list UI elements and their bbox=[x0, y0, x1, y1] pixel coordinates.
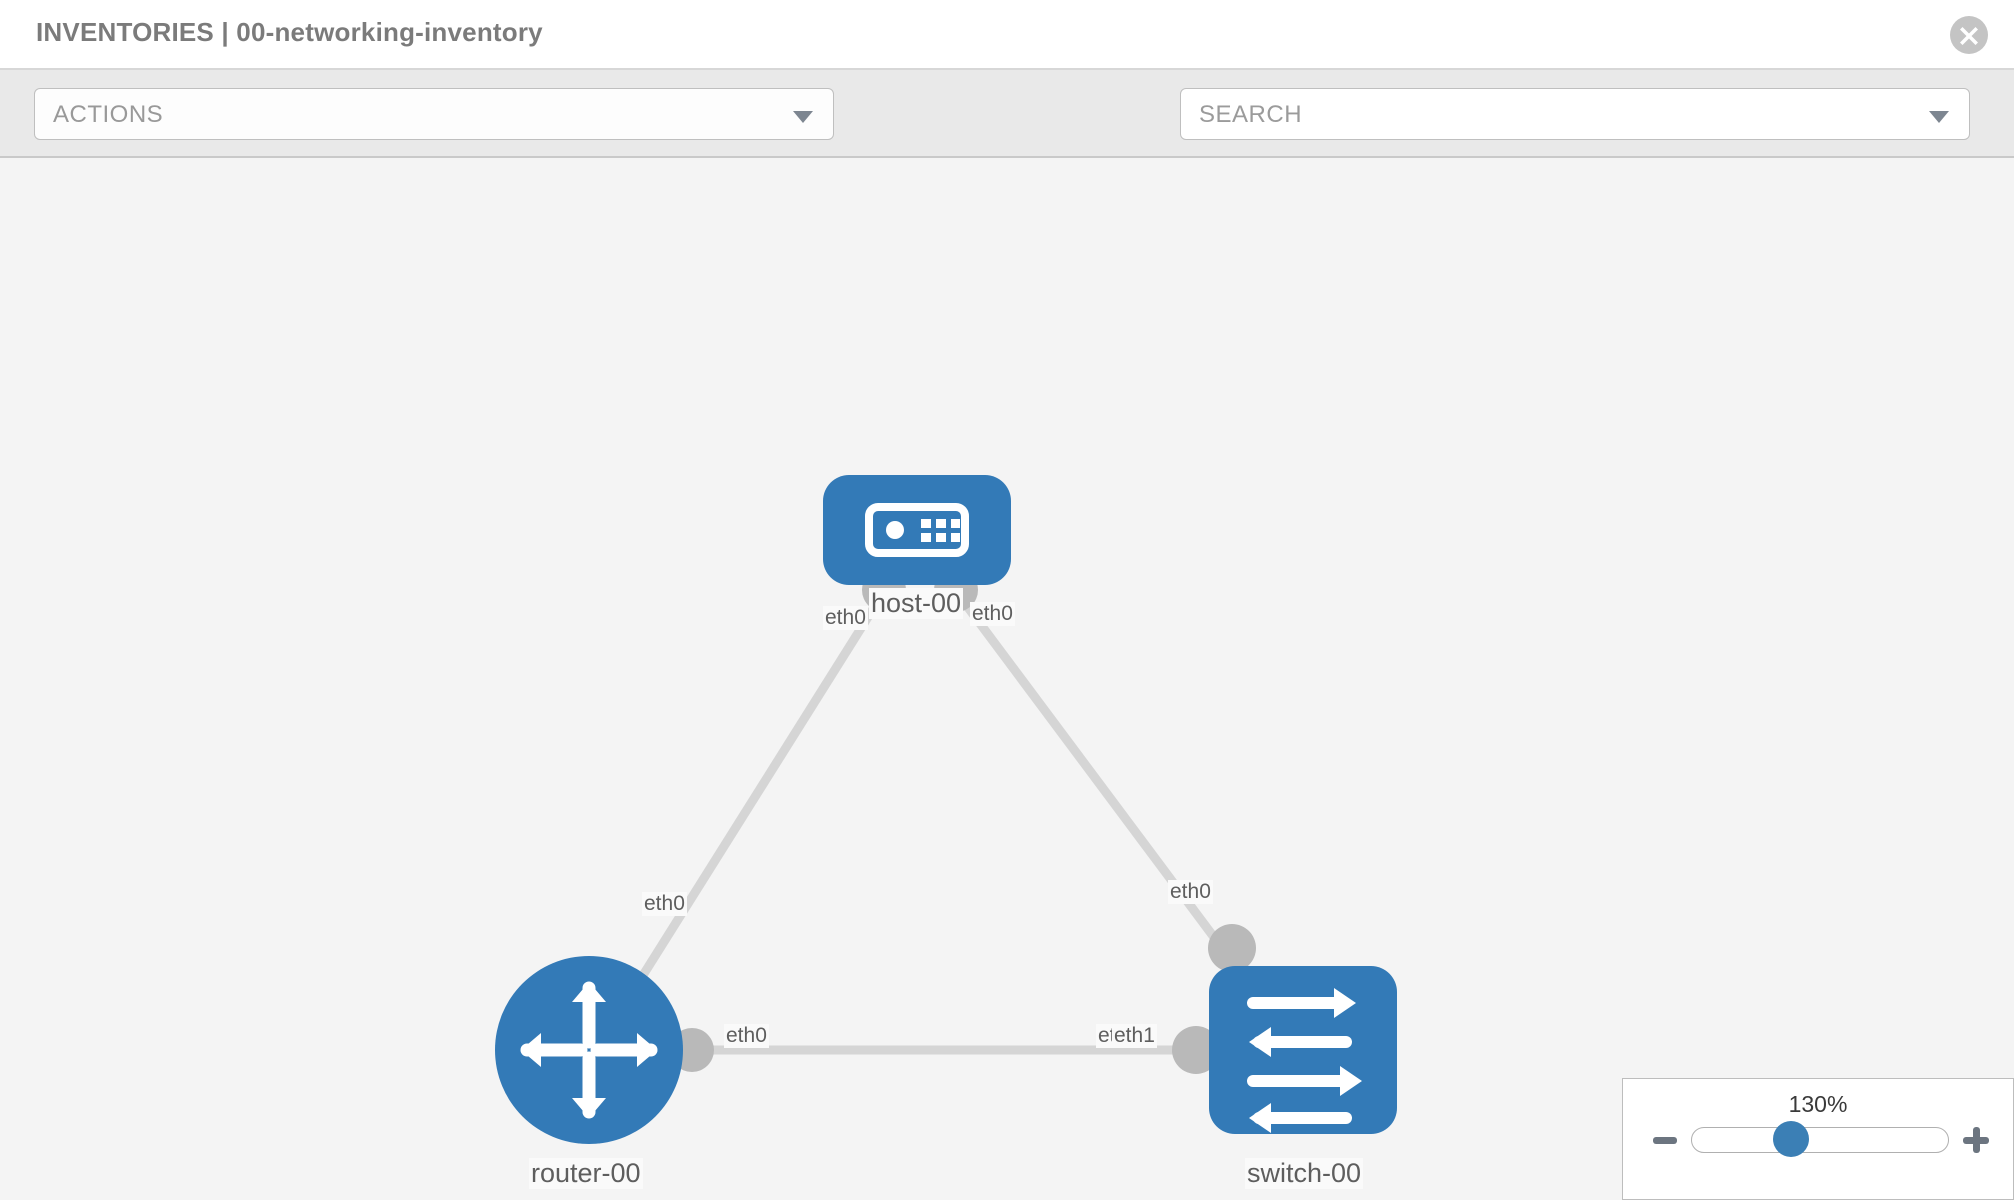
node-host-00[interactable] bbox=[823, 475, 1011, 585]
edge-label-host-eth0-left: eth0 bbox=[823, 606, 868, 630]
node-label-switch-00: switch-00 bbox=[1245, 1158, 1364, 1189]
edge-label-host-eth0-right: eth0 bbox=[970, 602, 1015, 626]
connector-switch-eth1[interactable] bbox=[1172, 1026, 1220, 1074]
edge-label-switch-eth0-uplink: eth0 bbox=[1168, 880, 1213, 904]
node-router-00[interactable] bbox=[495, 956, 683, 1144]
node-switch-00[interactable] bbox=[1209, 966, 1397, 1134]
actions-dropdown[interactable]: ACTIONS bbox=[34, 88, 834, 140]
connector-switch-eth0[interactable] bbox=[1208, 924, 1256, 972]
zoom-control-panel: 130% bbox=[1622, 1078, 2014, 1200]
search-chevron-down-icon[interactable] bbox=[1929, 111, 1949, 123]
search-input[interactable]: SEARCH bbox=[1180, 88, 1970, 140]
chevron-down-icon bbox=[793, 111, 813, 123]
edge-label-router-eth0-uplink: eth0 bbox=[642, 892, 687, 916]
page-header: INVENTORIES | 00-networking-inventory bbox=[0, 0, 2014, 70]
zoom-out-button[interactable] bbox=[1653, 1137, 1677, 1144]
toolbar: ACTIONS SEARCH bbox=[0, 70, 2014, 202]
zoom-level-value: 130% bbox=[1788, 1091, 1848, 1117]
edge-label-router-eth0: eth0 bbox=[724, 1024, 769, 1048]
close-icon bbox=[1960, 27, 1978, 45]
actions-dropdown-label: ACTIONS bbox=[53, 101, 164, 128]
topology-canvas[interactable]: host-00 router-00 switch-00 eth0 eth0 et… bbox=[0, 158, 2014, 1200]
topology-graph bbox=[495, 475, 1397, 1144]
link-host-router[interactable] bbox=[636, 587, 889, 983]
node-label-router-00: router-00 bbox=[529, 1158, 643, 1189]
close-button[interactable] bbox=[1950, 16, 1988, 54]
page-title: INVENTORIES | 00-networking-inventory bbox=[36, 17, 543, 47]
node-label-host-00: host-00 bbox=[869, 588, 964, 619]
zoom-slider-track[interactable] bbox=[1691, 1127, 1949, 1153]
zoom-slider-thumb[interactable] bbox=[1773, 1121, 1809, 1157]
zoom-in-button[interactable] bbox=[1963, 1127, 1989, 1153]
edge-label-switch-eth1: eth1 bbox=[1112, 1024, 1157, 1048]
search-placeholder: SEARCH bbox=[1199, 101, 1303, 128]
